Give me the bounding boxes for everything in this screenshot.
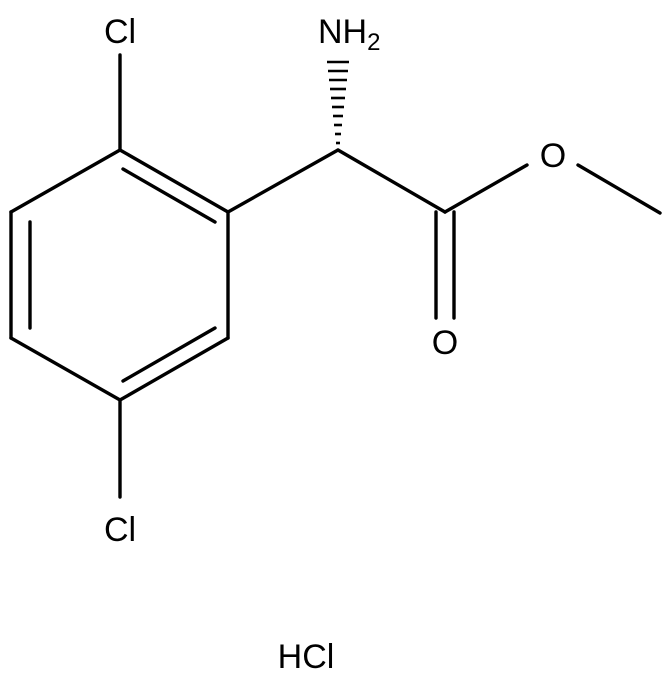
carbonyl-oxygen-label: O — [432, 324, 458, 362]
ring-bond-c3-c4-inner — [121, 326, 217, 383]
ring-bond-c1-c2 — [118, 148, 230, 214]
benzene-ring — [9, 148, 230, 402]
chlorine-bottom-label: Cl — [104, 511, 136, 549]
ring-bond-c3-c4 — [118, 336, 230, 402]
amine-main: NH — [318, 13, 367, 51]
bond-ester-o-to-methyl — [576, 163, 662, 215]
amine-subscript: 2 — [367, 29, 380, 56]
stereo-hashed-wedge — [327, 60, 349, 145]
bond-ring-to-alpha-carbon — [226, 148, 340, 214]
ring-bond-c1-c2-inner — [121, 167, 217, 224]
ring-bond-c4-c5 — [9, 336, 122, 402]
amine-label: NH2 — [318, 13, 380, 56]
bond-carbonyl-to-ester-o — [443, 163, 529, 214]
bond-alpha-to-carbonyl — [336, 148, 447, 214]
chlorine-top-label: Cl — [104, 13, 136, 51]
ring-bond-c6-c1 — [9, 148, 122, 214]
ester-oxygen-label: O — [540, 137, 566, 175]
salt-label: HCl — [278, 638, 335, 676]
